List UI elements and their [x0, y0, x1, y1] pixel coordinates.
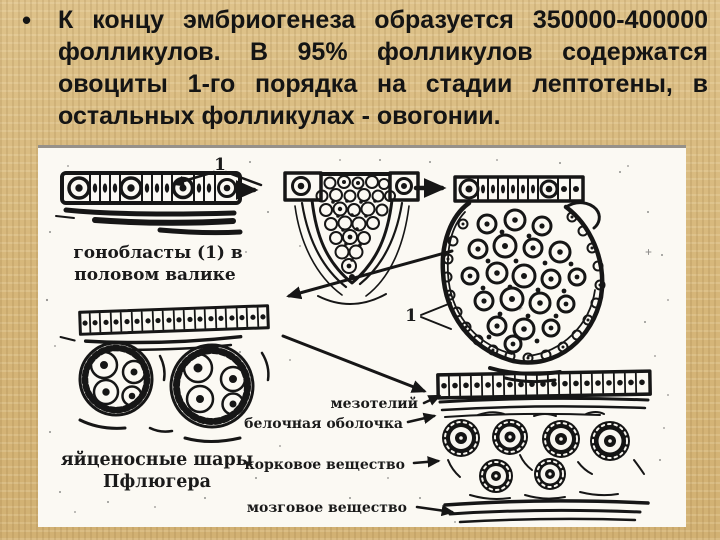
- bullet-text-line: фолликулов. В 95% фолликулов содержатся: [58, 38, 708, 66]
- arrow-cords-to-ovary: [281, 334, 427, 393]
- slide-body-text: К концу эмбриогенеза образуется 350000-4…: [58, 4, 708, 132]
- ovary-section: [436, 369, 652, 524]
- bullet-marker: •: [22, 5, 32, 35]
- cord-epithelium-strip: [59, 304, 270, 352]
- arrow-sac-to-cords: [286, 249, 454, 300]
- pfluger-caption-line2: Пфлюгера: [103, 472, 211, 492]
- gonoblast-strip: [55, 171, 243, 236]
- bullet-text-line: остальных фолликулах - овогонии.: [58, 102, 501, 130]
- pfluger-caption-line1: яйценосные шары: [61, 450, 254, 470]
- bullet-text-line: овоциты 1-го порядка на стадии лептотены…: [58, 70, 708, 98]
- marker-1-sac-label: 1: [405, 306, 417, 326]
- pfluger-ball-1: [78, 341, 154, 417]
- marker-1-top-label: 1: [214, 155, 226, 175]
- figure-captions: гонобласты (1) в половом валике яйценосн…: [61, 243, 455, 517]
- pfluger-ball-2: [169, 343, 255, 429]
- ovary-mesothelium-strip: [436, 369, 652, 400]
- tunica-albuginea-label: белочная оболочка: [244, 416, 403, 432]
- embryogenesis-figure: 1: [38, 145, 686, 527]
- bullet-text-line: К концу эмбриогенеза образуется 350000-4…: [58, 6, 708, 34]
- medulla-label: мозговое вещество: [247, 500, 407, 516]
- marker-1-sac: 1: [405, 302, 452, 330]
- histology-diagram: 1: [45, 155, 669, 524]
- pfluger-balls: [78, 341, 270, 443]
- ovary-medulla: [443, 499, 650, 524]
- gonoblasts-caption-line2: половом валике: [74, 265, 236, 285]
- ovary-stroma: [447, 411, 645, 500]
- gonoblasts-caption-line1: гонобласты (1) в: [73, 243, 243, 263]
- marker-1-top: 1: [171, 155, 263, 187]
- gonadal-sac: [440, 175, 606, 384]
- ovary-tunica-albuginea: [438, 396, 650, 418]
- cortex-label: корковое вещество: [245, 457, 406, 473]
- paper-speckles: [45, 159, 669, 523]
- mesothelium-label: мезотелий: [330, 395, 418, 412]
- ovary-follicles: [442, 419, 630, 493]
- genital-ridge-pit: [283, 171, 420, 305]
